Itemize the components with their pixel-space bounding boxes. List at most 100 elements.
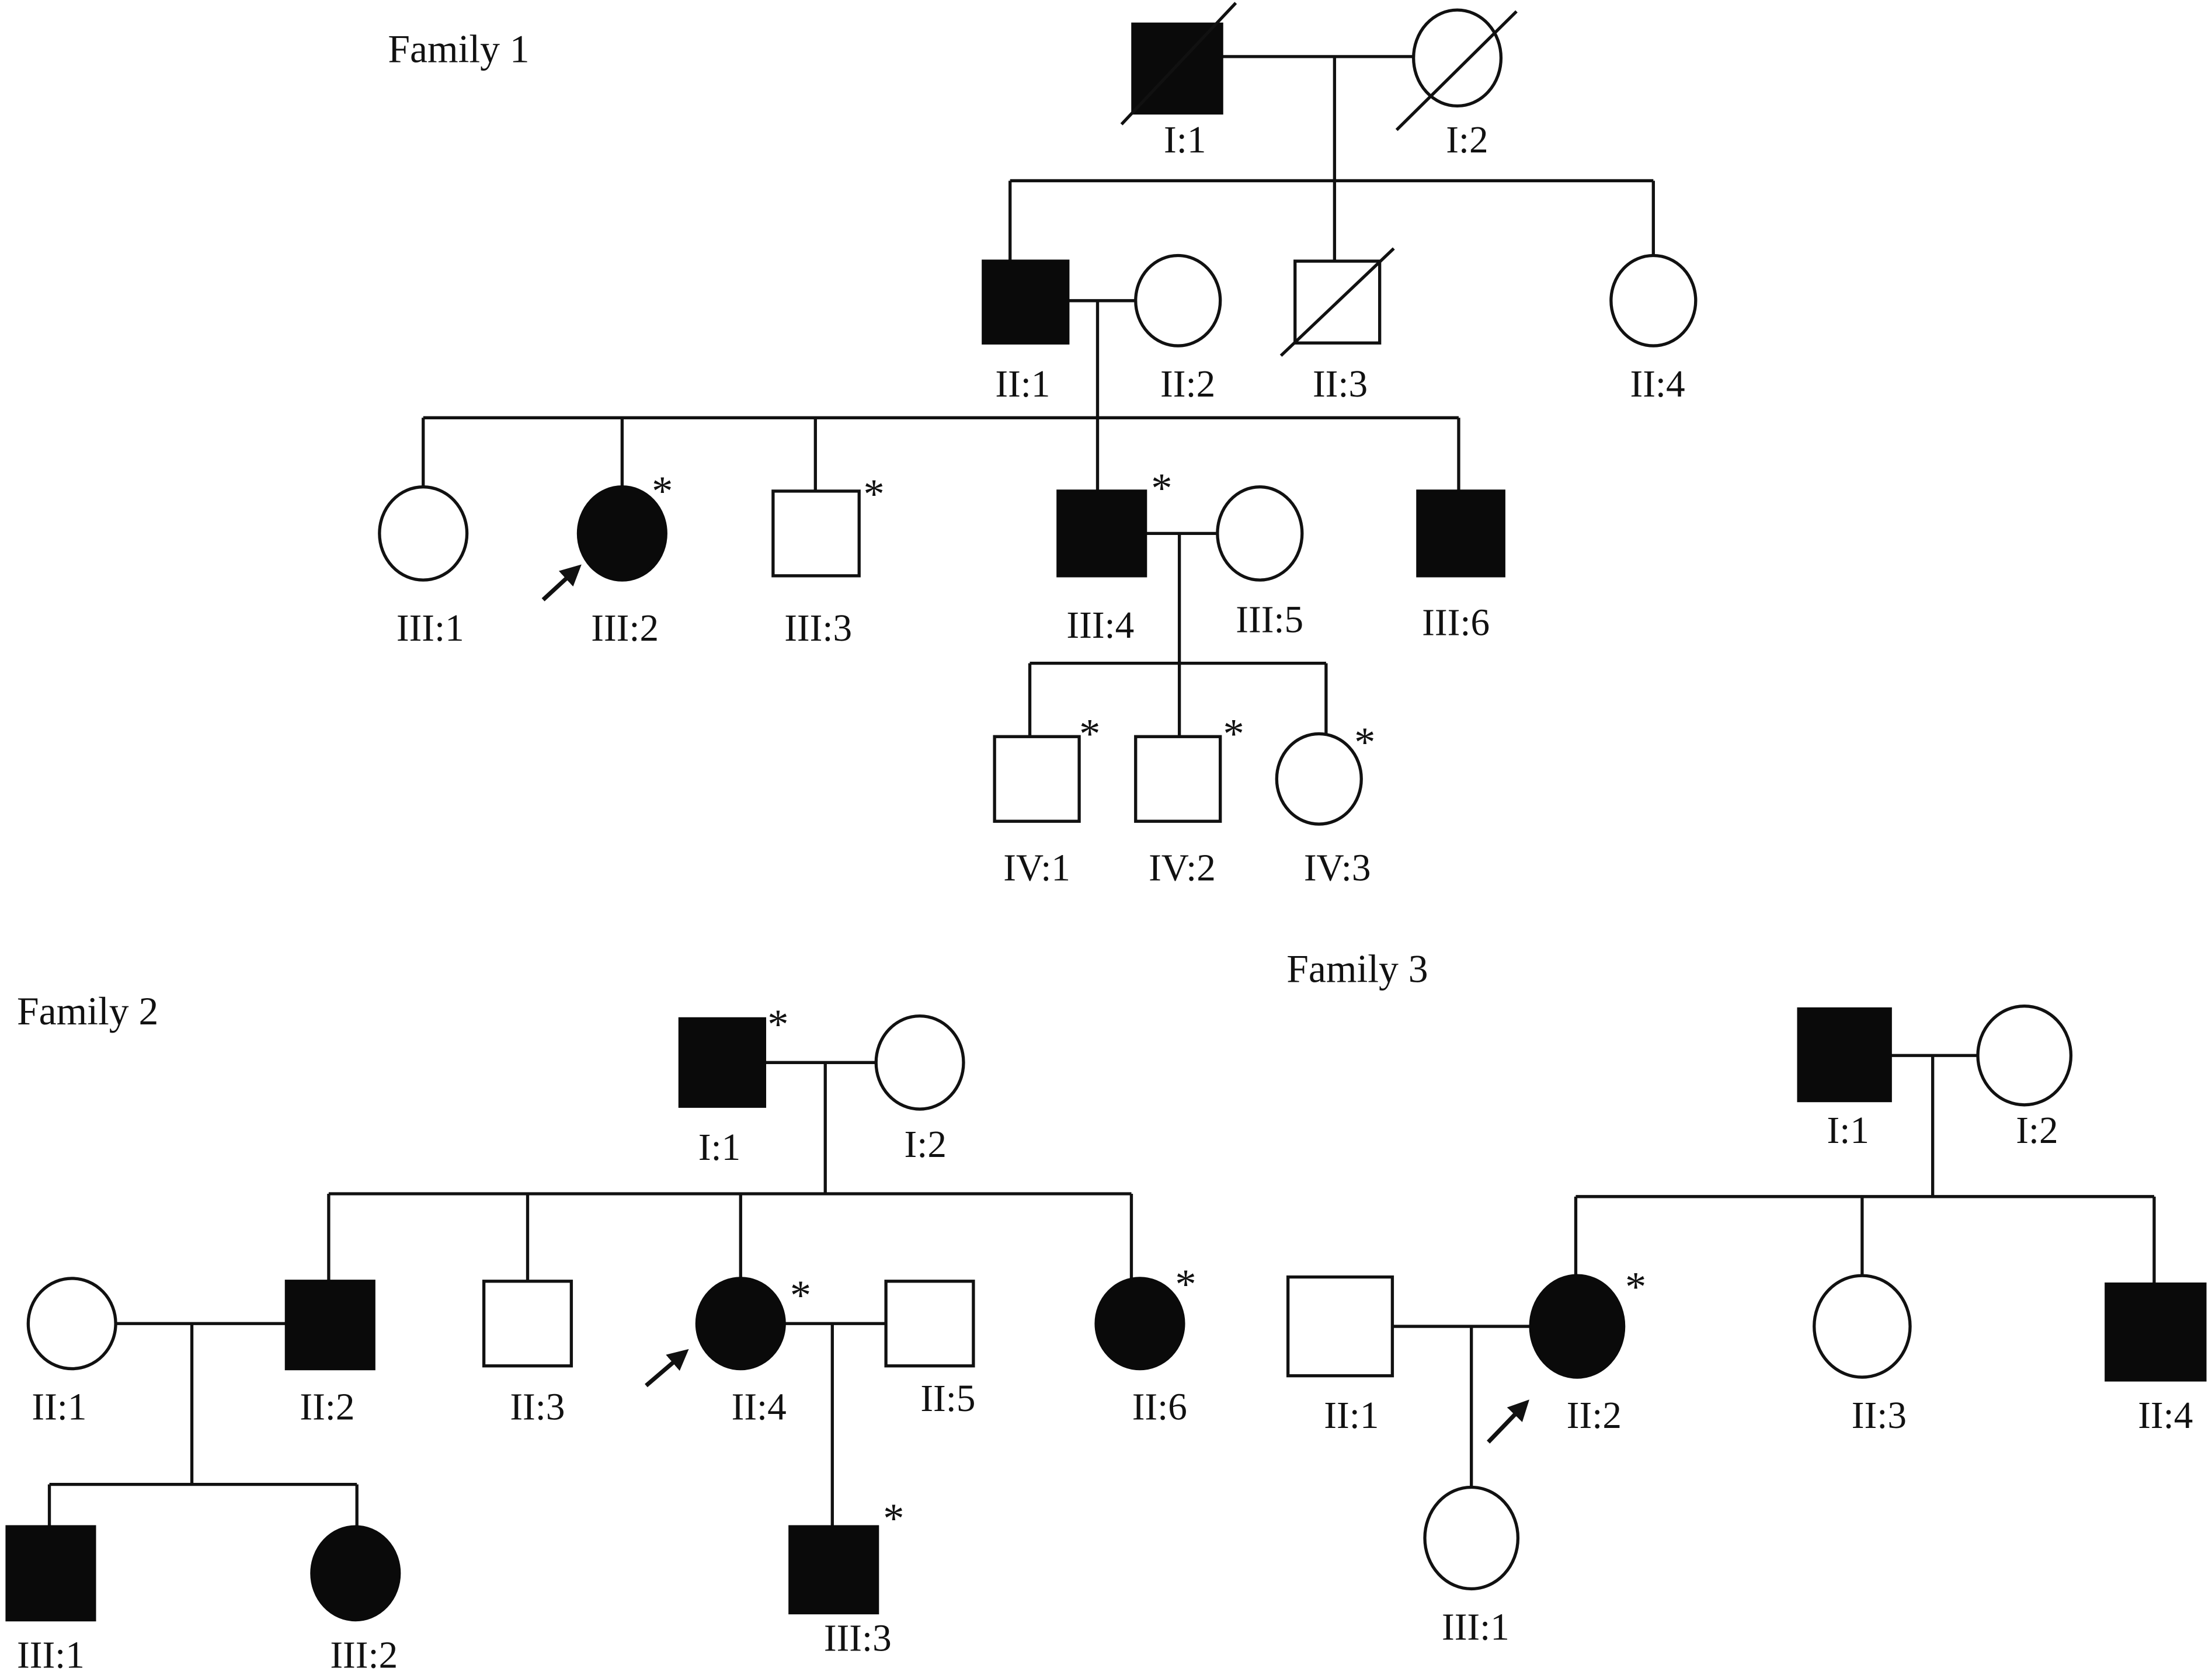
individual-label: IV:1 (1003, 847, 1070, 889)
affected-female-symbol (1094, 1277, 1185, 1371)
individual-f2-II4: * II:4 (645, 1271, 811, 1429)
individual-f3-II1: II:1 (1286, 1275, 1394, 1437)
individual-f1-III5: III:5 (1216, 485, 1304, 641)
male-symbol (1286, 1275, 1394, 1378)
individual-label: II:4 (732, 1386, 787, 1429)
affected-male-symbol (1056, 489, 1147, 578)
individual-label: III:6 (1422, 602, 1490, 644)
affected-female-symbol (310, 1525, 401, 1622)
affected-female-symbol (1529, 1274, 1626, 1379)
individual-f1-II3: II:3 (1279, 247, 1395, 405)
individual-label: II:1 (995, 363, 1050, 405)
individual-label: I:2 (905, 1124, 947, 1166)
individual-f1-III6: III:6 (1416, 489, 1505, 644)
family-3-title: Family 3 (1286, 947, 1428, 991)
individual-f2-II1: II:1 (26, 1277, 117, 1429)
individual-f2-III3: * III:3 (788, 1495, 905, 1660)
individual-f2-II2: II:2 (284, 1280, 375, 1429)
tested-asterisk: * (1175, 1260, 1196, 1308)
proband-arrow-icon (1487, 1399, 1529, 1444)
individual-label: IV:2 (1149, 847, 1216, 889)
female-symbol (378, 485, 469, 582)
family-1-lines (422, 55, 1655, 737)
tested-asterisk: * (790, 1271, 811, 1319)
individual-f1-II1: II:1 (982, 259, 1070, 405)
tested-asterisk: * (1223, 710, 1244, 757)
individual-label: II:3 (1313, 363, 1368, 405)
family-2-title: Family 2 (17, 989, 158, 1033)
individual-f3-II4: II:4 (2105, 1282, 2207, 1437)
individual-label: I:1 (698, 1127, 740, 1169)
tested-asterisk: * (863, 470, 884, 517)
female-symbol (874, 1014, 965, 1111)
individual-f1-III2: * III:2 (541, 467, 673, 649)
individual-label: III:3 (784, 607, 852, 649)
female-symbol (1976, 1005, 2073, 1107)
individual-f1-III3: * III:3 (771, 470, 885, 649)
individual-label: II:2 (300, 1386, 354, 1429)
individual-f1-III1: III:1 (378, 485, 469, 649)
individual-f1-II4: II:4 (1609, 253, 1698, 405)
female-symbol (1134, 253, 1222, 347)
individual-label: II:4 (2138, 1395, 2193, 1437)
female-symbol (1275, 732, 1363, 826)
affected-male-symbol (982, 259, 1070, 345)
individual-f1-III4: * III:4 (1056, 464, 1173, 647)
family-2-lines (47, 1061, 1133, 1528)
proband-arrow-icon (541, 564, 582, 602)
affected-male-symbol (2105, 1282, 2207, 1382)
tested-asterisk: * (1079, 710, 1100, 757)
individual-f1-I1: I:1 (1120, 2, 1237, 161)
individual-label: I:1 (1164, 119, 1206, 161)
male-symbol (482, 1280, 573, 1368)
individual-label: III:5 (1236, 599, 1303, 641)
affected-male-symbol (1416, 489, 1505, 578)
individual-f1-IV3: * IV:3 (1275, 718, 1375, 889)
family-2: Family 2 * I:1 I:2 (5, 989, 1197, 1675)
female-symbol (1813, 1274, 1912, 1379)
female-symbol (1609, 253, 1698, 347)
individual-f1-IV1: * IV:1 (993, 710, 1100, 889)
individual-label: II:1 (1324, 1395, 1379, 1437)
family-3-lines (1392, 1054, 2156, 1489)
affected-female-symbol (576, 485, 667, 582)
male-symbol (993, 735, 1081, 823)
individual-f3-II3: II:3 (1813, 1274, 1912, 1437)
individual-f1-I2: I:2 (1395, 8, 1518, 161)
individual-label: II:2 (1160, 363, 1215, 405)
individual-label: II:1 (32, 1386, 86, 1429)
family-1: Family 1 I:1 (378, 2, 1698, 889)
family-3: Family 3 I:1 I:2 II:1 * II:2 (1286, 947, 2207, 1648)
individual-f2-III1: III:1 (5, 1525, 96, 1675)
female-symbol (26, 1277, 117, 1371)
individual-label: II:4 (1630, 363, 1685, 405)
individual-label: III:2 (591, 607, 659, 649)
individual-label: III:4 (1066, 604, 1134, 647)
affected-male-symbol (678, 1017, 767, 1108)
deceased-slash (1279, 247, 1395, 357)
tested-asterisk: * (1151, 464, 1172, 512)
affected-male-symbol (788, 1525, 879, 1615)
female-symbol (1411, 8, 1503, 108)
individual-label: II:3 (510, 1386, 565, 1429)
individual-label: III:1 (397, 607, 464, 649)
male-symbol (884, 1280, 975, 1368)
individual-label: II:5 (920, 1378, 975, 1420)
individual-label: III:1 (1442, 1606, 1510, 1648)
deceased-slash (1395, 10, 1518, 131)
individual-f2-II6: * II:6 (1094, 1260, 1197, 1429)
individual-label: II:6 (1132, 1386, 1187, 1429)
tested-asterisk: * (883, 1495, 904, 1542)
individual-f1-II2: II:2 (1134, 253, 1222, 405)
individual-f3-I1: I:1 (1797, 1007, 1892, 1152)
individual-f2-II3: II:3 (482, 1280, 573, 1429)
affected-female-symbol (695, 1277, 786, 1371)
individual-f2-I1: * I:1 (678, 1000, 788, 1169)
individual-f1-IV2: * IV:2 (1134, 710, 1244, 889)
female-symbol (1423, 1485, 1520, 1591)
male-symbol (771, 489, 861, 578)
individual-label: II:3 (1852, 1395, 1907, 1437)
individual-f2-II5: II:5 (884, 1280, 976, 1420)
individual-f3-III1: III:1 (1423, 1485, 1520, 1648)
